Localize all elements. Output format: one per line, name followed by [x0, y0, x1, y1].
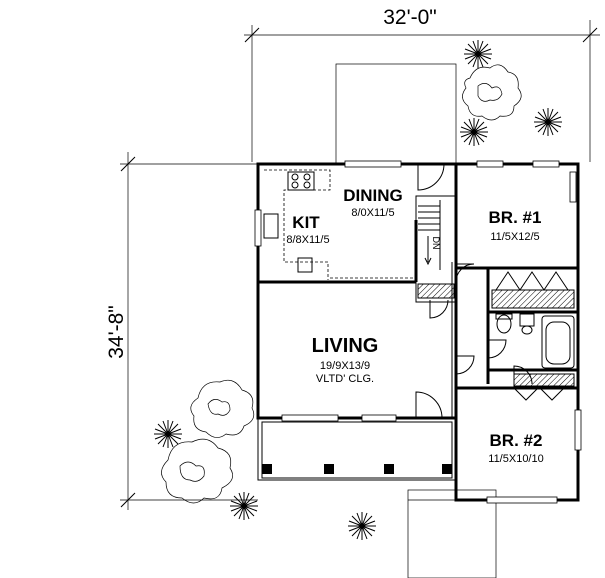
shrub-icon [347, 511, 377, 541]
stair-down-label: DN [431, 237, 441, 250]
interior-walls [258, 195, 578, 418]
width-dimension-line [244, 20, 600, 162]
room-name-kit: KIT [292, 213, 320, 232]
room-dims-kit: 8/8X11/5 [286, 234, 329, 246]
door-swing-icon [415, 163, 533, 419]
room-dims-br2: 11/5X10/10 [488, 453, 543, 465]
overall-width-label: 32'-0" [383, 6, 437, 29]
room-name-living: LIVING [312, 335, 379, 357]
bathroom-fixtures [495, 313, 575, 369]
overall-depth-label: 34'-8" [105, 305, 128, 359]
rear-patio [335, 63, 457, 165]
room-dims-br1: 11/5X12/5 [490, 231, 539, 243]
tree-icon [190, 379, 255, 438]
shrub-icon [459, 117, 489, 147]
closet-br1 [491, 289, 575, 309]
shrub-icon [153, 419, 183, 449]
closet-hall [417, 283, 455, 299]
front-walkway [407, 489, 497, 578]
stairs [418, 200, 441, 270]
tree-icon [161, 438, 233, 504]
toilet-icon [496, 314, 512, 334]
kitchen-counters [263, 169, 416, 280]
room-dims-dining: 8/0X11/5 [351, 207, 394, 219]
tree-icon [462, 64, 522, 121]
windows [254, 160, 582, 504]
shrub-icon [533, 107, 563, 137]
room-dims-living: 19/9X13/9 [320, 360, 370, 372]
depth-dimension-line [120, 152, 258, 510]
shrub-icon [463, 39, 493, 69]
porch-posts [262, 464, 452, 474]
closet-br2 [513, 373, 575, 387]
closet-bifold-doors [495, 271, 569, 401]
room-name-br2: BR. #2 [490, 431, 543, 450]
room-note-living: VLTD' CLG. [316, 373, 374, 385]
bathtub-icon [541, 315, 575, 369]
shrub-icon [229, 491, 259, 521]
room-name-br1: BR. #1 [489, 208, 542, 227]
room-name-dining: DINING [343, 186, 403, 205]
sink-icon [263, 213, 279, 239]
stove-icon [287, 171, 315, 191]
